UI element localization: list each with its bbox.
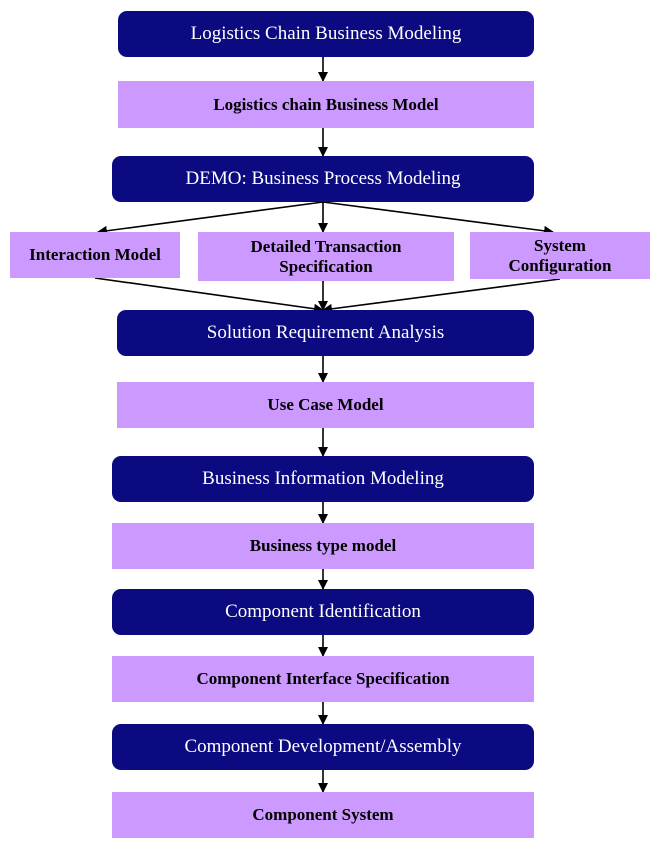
interaction-model-artifact: Interaction Model [10, 232, 180, 278]
component-interface-specification-artifact: Component Interface Specification [112, 656, 534, 702]
business-information-modeling-step: Business Information Modeling [112, 456, 534, 502]
component-identification-step: Component Identification [112, 589, 534, 635]
connector-arrow-n3-to-n4a [97, 201, 324, 236]
business-type-model-artifact: Business type model [112, 523, 534, 569]
connector-arrow-n3-to-n4c [322, 201, 554, 236]
logistics-chain-business-model-artifact: Logistics chain Business Model [118, 81, 534, 128]
connector-arrow-n4c-to-n5 [322, 278, 561, 314]
system-configuration-artifact: System Configuration [470, 232, 650, 279]
demo-business-process-modeling-step: DEMO: Business Process Modeling [112, 156, 534, 202]
connector-arrow-n4a-to-n5 [94, 277, 324, 314]
detailed-transaction-specification-artifact: Detailed Transaction Specification [198, 232, 454, 281]
solution-requirement-analysis-step: Solution Requirement Analysis [117, 310, 534, 356]
use-case-model-artifact: Use Case Model [117, 382, 534, 428]
component-development-assembly-step: Component Development/Assembly [112, 724, 534, 770]
logistics-chain-business-modeling-step: Logistics Chain Business Modeling [118, 11, 534, 57]
component-system-artifact: Component System [112, 792, 534, 838]
